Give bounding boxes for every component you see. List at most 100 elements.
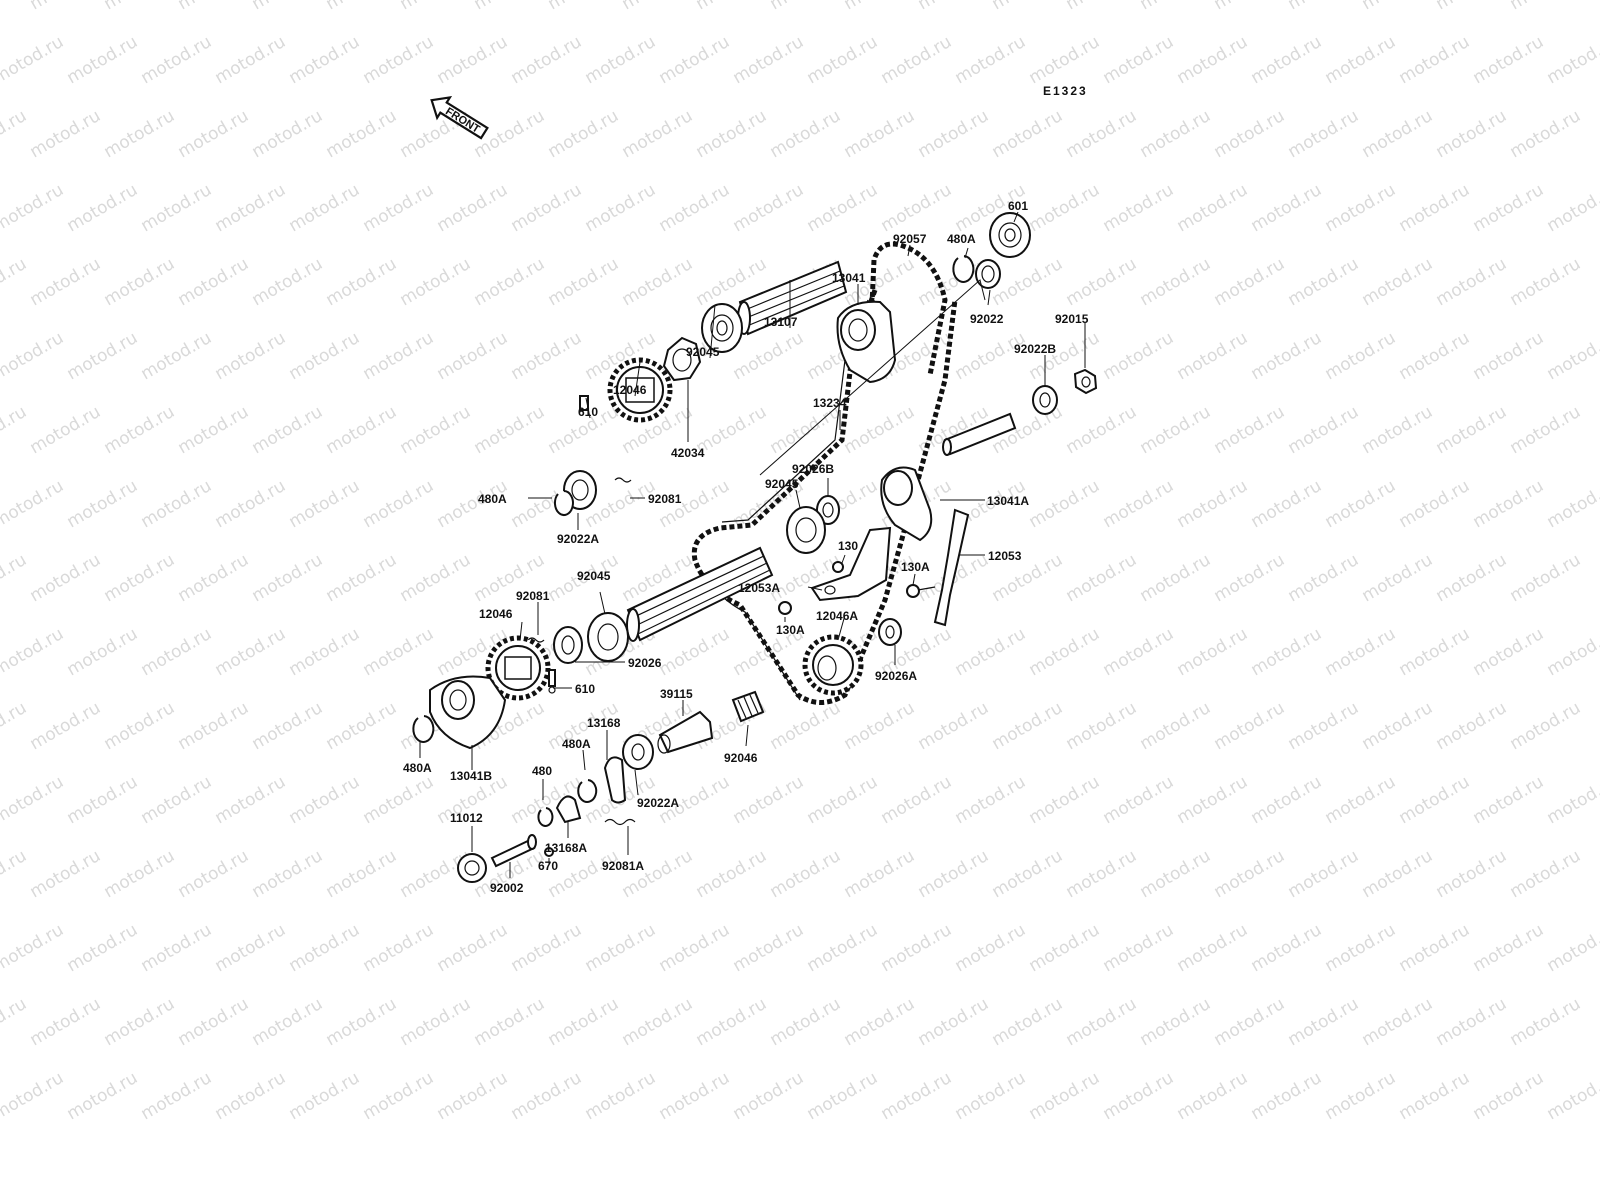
watermark-text: motod.ru: [1174, 32, 1252, 88]
watermark-text: motod.ru: [64, 1068, 142, 1124]
watermark-text: motod.ru: [0, 0, 30, 14]
needle-bearing-92046: [731, 690, 765, 723]
watermark-text: motod.ru: [360, 624, 438, 680]
watermark-text: motod.ru: [1248, 920, 1326, 976]
label-92046: 92046: [724, 751, 758, 765]
washer-92022: [975, 259, 1001, 289]
watermark-text: motod.ru: [175, 402, 253, 458]
watermark-text: motod.ru: [1359, 0, 1437, 14]
watermark-text: motod.ru: [434, 920, 512, 976]
label-13107: 13107: [764, 315, 798, 329]
watermark-text: motod.ru: [1063, 698, 1141, 754]
watermark-text: motod.ru: [397, 0, 475, 14]
watermark-text: motod.ru: [286, 772, 364, 828]
watermark-text: motod.ru: [952, 328, 1030, 384]
leader-lines: [419, 211, 1086, 878]
watermark-text: motod.ru: [175, 698, 253, 754]
watermark-text: motod.ru: [693, 106, 771, 162]
watermark-text: motod.ru: [1174, 180, 1252, 236]
sprocket-12046-top: [607, 357, 673, 423]
lever-12053: [933, 508, 970, 627]
label-11012: 11012: [450, 811, 483, 825]
watermark-text: motod.ru: [1211, 402, 1289, 458]
watermark-text: motod.ru: [1211, 846, 1289, 902]
watermark-text: motod.ru: [397, 994, 475, 1050]
watermark-text: motod.ru: [1285, 106, 1363, 162]
guide-13168: [603, 756, 627, 804]
watermark-text: motod.ru: [1507, 254, 1585, 310]
watermark-text: motod.ru: [508, 920, 586, 976]
watermark-text: motod.ru: [1026, 1068, 1104, 1124]
watermark-text: motod.ru: [1470, 772, 1548, 828]
watermark-text: motod.ru: [1433, 994, 1511, 1050]
watermark-text: motod.ru: [0, 476, 67, 532]
watermark-text: motod.ru: [1396, 328, 1474, 384]
watermark-text: motod.ru: [101, 254, 179, 310]
watermark-text: motod.ru: [1433, 698, 1511, 754]
watermark-text: motod.ru: [1100, 328, 1178, 384]
watermark-text: motod.ru: [0, 920, 67, 976]
watermark-text: motod.ru: [323, 0, 401, 14]
watermark-text: motod.ru: [619, 0, 697, 14]
watermark-text: motod.ru: [101, 994, 179, 1050]
watermark-text: motod.ru: [360, 772, 438, 828]
label-92045-top: 92045: [686, 345, 720, 359]
watermark-text: motod.ru: [212, 180, 290, 236]
watermark-text: motod.ru: [1137, 402, 1215, 458]
watermark-text: motod.ru: [175, 106, 253, 162]
watermark-text: motod.ru: [1396, 476, 1474, 532]
watermark-text: motod.ru: [1507, 994, 1585, 1050]
watermark-text: motod.ru: [730, 32, 808, 88]
watermark-text: motod.ru: [1359, 698, 1437, 754]
watermark-text: motod.ru: [0, 994, 30, 1050]
watermark-text: motod.ru: [1100, 1068, 1178, 1124]
watermark-text: motod.ru: [286, 624, 364, 680]
label-12046a: 12046A: [816, 609, 858, 623]
watermark-text: motod.ru: [1544, 180, 1600, 236]
label-92022b: 92022B: [1014, 342, 1056, 356]
watermark-text: motod.ru: [841, 0, 919, 14]
label-130: 130: [838, 539, 858, 553]
watermark-text: motod.ru: [730, 772, 808, 828]
watermark-text: motod.ru: [804, 32, 882, 88]
watermark-text: motod.ru: [360, 328, 438, 384]
watermark-text: motod.ru: [989, 254, 1067, 310]
sprocket-12046a: [802, 634, 864, 696]
watermark-text: motod.ru: [1211, 106, 1289, 162]
watermark-text: motod.ru: [582, 920, 660, 976]
label-92057: 92057: [893, 232, 927, 246]
watermark-text: motod.ru: [175, 0, 253, 14]
watermark-text: motod.ru: [1507, 698, 1585, 754]
label-130a-right: 130A: [901, 560, 930, 574]
label-92081-top: 92081: [648, 492, 682, 506]
watermark-text: motod.ru: [249, 106, 327, 162]
watermark-text: motod.ru: [952, 1068, 1030, 1124]
watermark-text: motod.ru: [1322, 1068, 1400, 1124]
circlip-480a-bl: [412, 715, 435, 743]
watermark-text: motod.ru: [0, 624, 67, 680]
watermark-text: motod.ru: [1285, 550, 1363, 606]
watermark-text: motod.ru: [1174, 624, 1252, 680]
watermark-text: motod.ru: [693, 846, 771, 902]
watermark-text: motod.ru: [1544, 32, 1600, 88]
watermark-text: motod.ru: [212, 1068, 290, 1124]
label-13041: 13041: [832, 271, 866, 285]
watermark-text: motod.ru: [656, 624, 734, 680]
watermark-text: motod.ru: [323, 846, 401, 902]
watermark-text: motod.ru: [212, 772, 290, 828]
watermark-text: motod.ru: [508, 328, 586, 384]
watermark-text: motod.ru: [249, 550, 327, 606]
watermark-text: motod.ru: [249, 846, 327, 902]
watermark-text: motod.ru: [1322, 920, 1400, 976]
watermark-text: motod.ru: [0, 328, 67, 384]
watermark-text: motod.ru: [989, 106, 1067, 162]
watermark-text: motod.ru: [1359, 254, 1437, 310]
watermark-text: motod.ru: [1100, 32, 1178, 88]
shaft-13234: [942, 412, 1017, 456]
watermark-text: motod.ru: [64, 920, 142, 976]
watermark-text: motod.ru: [1063, 994, 1141, 1050]
watermark-text: motod.ru: [360, 920, 438, 976]
watermark-text: motod.ru: [27, 846, 105, 902]
watermark-text: motod.ru: [27, 0, 105, 14]
watermark-text: motod.ru: [989, 846, 1067, 902]
